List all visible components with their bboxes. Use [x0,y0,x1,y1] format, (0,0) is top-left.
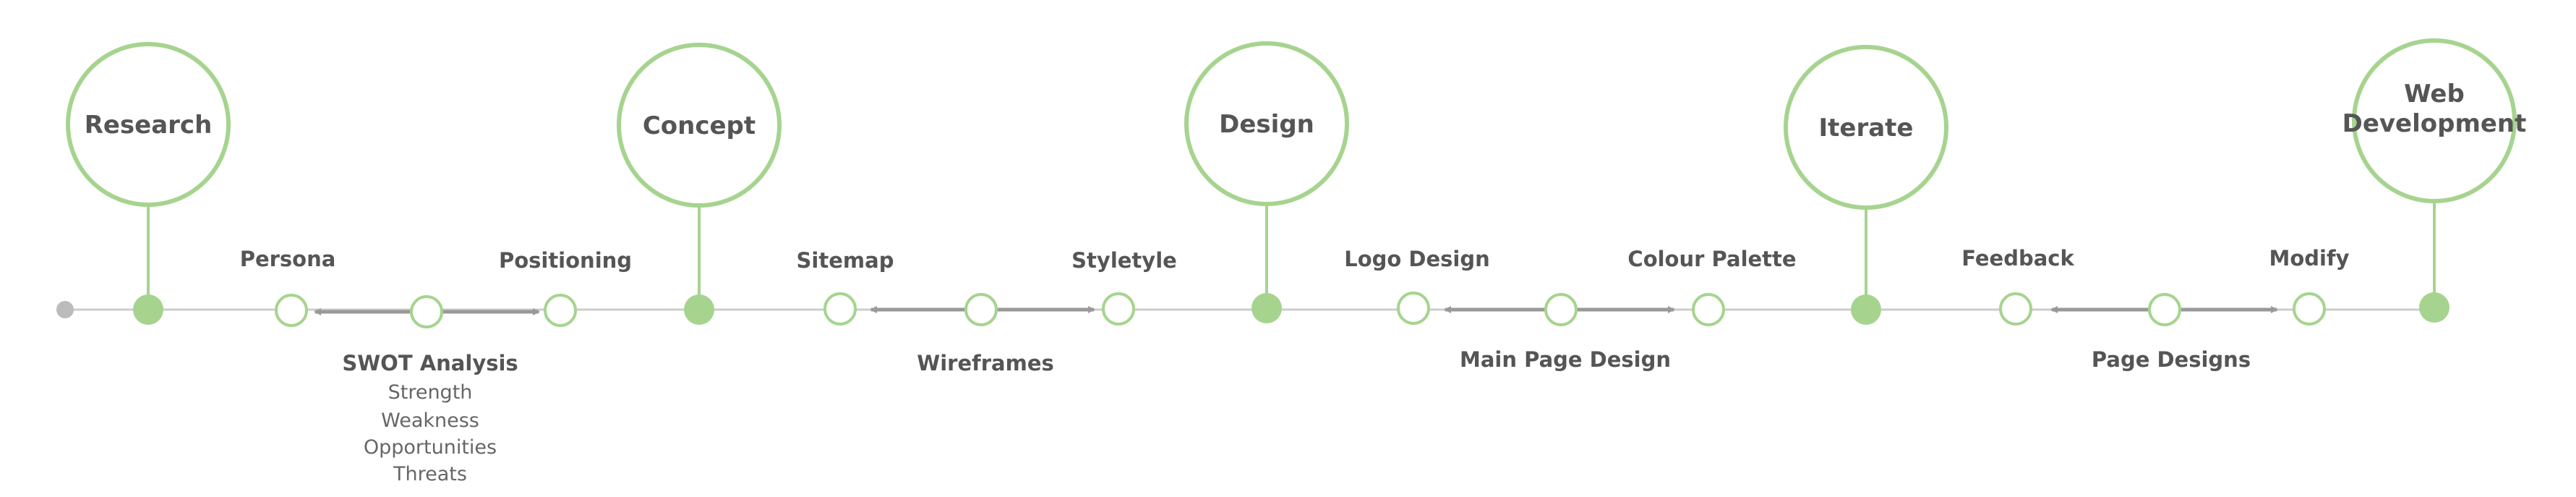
step-node [823,292,857,326]
step-label: Positioning [499,248,632,273]
phase-design: Design [1184,41,1349,323]
connector-label: SWOT Analysis [342,351,518,375]
phase-web-development: Web Development [2342,38,2527,323]
connector-label: Wireframes [917,351,1054,375]
phase-node [1851,294,1881,325]
step-label: Sitemap [797,248,894,273]
phase-node [133,294,163,325]
step-node [1102,292,1135,326]
connector-node [410,295,443,328]
step-persona: Persona [240,247,336,327]
phase-label: Concept [643,111,756,140]
step-styletyle: Styletyle [1071,248,1177,326]
step-logo-design: Logo Design [1344,247,1490,325]
step-node [544,294,577,327]
step-node [1692,293,1725,326]
step-label: Logo Design [1344,247,1490,271]
connector-wireframes: Wireframes [870,293,1095,375]
connector-sub-item: Strength [388,381,473,404]
phase-circle [1184,41,1349,206]
step-colour-palette: Colour Palette [1627,247,1797,326]
step-label: Persona [240,247,336,271]
connector-sub-item: Weakness [381,409,479,432]
connector-page-designs: Page Designs [2050,293,2278,372]
connector-label: Main Page Design [1460,347,1671,372]
phase-circle [2352,38,2517,203]
phase-circle [617,43,782,208]
connector-node [2148,293,2181,326]
timeline-start-dot [56,301,74,318]
step-node [275,294,308,327]
step-label: Feedback [1961,246,2074,271]
phase-label: Design [1219,110,1314,139]
phase-node [684,294,714,325]
phase-label: Research [85,111,213,140]
phase-label-line-1: Web [2404,80,2465,109]
phase-circle [66,42,231,207]
phase-label: Iterate [1819,114,1914,143]
connector-sub-item: Opportunities [364,436,497,459]
step-sitemap: Sitemap [797,248,894,326]
connector-main-page-design: Main Page Design [1444,293,1675,372]
phase-concept: Concept [617,43,782,325]
step-feedback: Feedback [1961,246,2074,326]
phase-circle [1784,45,1948,210]
connector-node [1544,293,1578,326]
step-label: Modify [2269,246,2349,271]
phase-iterate: Iterate [1784,45,1948,325]
step-label: Colour Palette [1627,247,1796,271]
phase-node [2419,292,2449,323]
phase-label-line-2: Development [2342,109,2527,138]
step-node [2293,292,2326,326]
phase-node [1251,293,1282,323]
connector-label: Page Designs [2092,347,2251,372]
connector-swot-analysis: SWOT Analysis Strength Weakness Opportun… [314,295,540,485]
step-label: Styletyle [1071,248,1177,273]
connector-node [964,293,998,326]
connector-sub-item: Threats [393,463,467,485]
step-modify: Modify [2269,246,2350,326]
step-positioning: Positioning [499,248,632,327]
step-node [1999,292,2032,326]
phase-research: Research [66,42,231,325]
step-node [1397,292,1430,325]
